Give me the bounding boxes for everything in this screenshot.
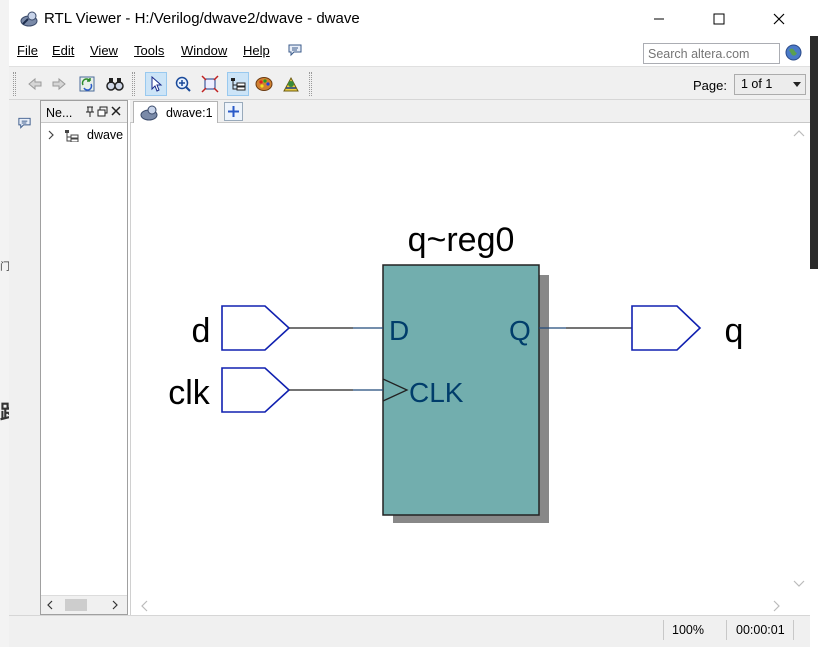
page-select-value: 1 of 1: [741, 77, 773, 91]
toolbar-grip: [309, 72, 312, 96]
clock-triangle-icon: [382, 378, 409, 402]
chevron-right-icon[interactable]: [111, 600, 119, 610]
tree-item-label: dwave: [87, 128, 124, 142]
color-palette-icon[interactable]: [254, 74, 274, 94]
menu-view[interactable]: View: [90, 43, 118, 58]
status-zoom: 100%: [672, 623, 704, 637]
background-window-edge: [810, 36, 818, 269]
toolbar-grip: [13, 72, 16, 96]
zoom-icon[interactable]: [173, 74, 193, 94]
plus-icon: [228, 106, 239, 117]
maximize-button[interactable]: [688, 0, 750, 38]
float-icon[interactable]: [97, 106, 108, 117]
navigator-hscrollbar[interactable]: [41, 595, 127, 614]
close-icon: [773, 13, 785, 25]
input-pin-clk[interactable]: [221, 367, 291, 413]
minimize-icon: [654, 18, 664, 20]
window-title: RTL Viewer - H:/Verilog/dwave2/dwave - d…: [44, 10, 360, 27]
port-label-d: D: [389, 315, 409, 346]
output-label-q: q: [725, 312, 744, 350]
page-select[interactable]: 1 of 1: [734, 74, 806, 95]
messages-icon[interactable]: [17, 116, 32, 130]
status-bar: 100% 00:00:01: [9, 615, 810, 647]
document-tab-strip: dwave:1: [130, 100, 810, 124]
refresh-icon[interactable]: [77, 74, 97, 94]
schematic-canvas[interactable]: q~reg0 d clk D CLK Q q: [130, 123, 810, 615]
menu-file[interactable]: File: [17, 43, 38, 58]
menu-tools[interactable]: Tools: [134, 43, 165, 58]
background-window-strip: 门 路: [0, 0, 20, 647]
back-icon[interactable]: [25, 74, 45, 94]
tab-label: dwave:1: [166, 106, 213, 120]
menu-edit[interactable]: Edit: [52, 43, 75, 58]
menu-help[interactable]: Help: [243, 43, 270, 58]
tab-dwave[interactable]: dwave:1: [133, 101, 218, 124]
scroll-up-icon[interactable]: [793, 128, 805, 138]
forward-icon[interactable]: [49, 74, 69, 94]
find-icon[interactable]: [105, 74, 125, 94]
page-label: Page:: [693, 78, 727, 93]
netlist-navigator-panel: Ne... dwave: [40, 100, 128, 615]
chevron-down-icon: [793, 82, 801, 87]
tree-item-dwave[interactable]: dwave: [45, 127, 125, 145]
scroll-right-icon[interactable]: [772, 600, 782, 612]
port-label-q: Q: [509, 315, 531, 346]
hierarchy-icon[interactable]: [227, 72, 249, 96]
navigator-title: Ne...: [46, 106, 73, 120]
input-pin-d[interactable]: [221, 305, 291, 351]
title-bar: RTL Viewer - H:/Verilog/dwave2/dwave - d…: [9, 0, 810, 38]
add-tab-button[interactable]: [224, 102, 243, 121]
scroll-left-icon[interactable]: [139, 600, 149, 612]
toolbar-grip: [132, 72, 135, 96]
toolbar: Page: 1 of 1: [9, 66, 810, 100]
side-tool-strip: [9, 100, 41, 615]
port-label-clk: CLK: [409, 377, 464, 408]
status-elapsed-time: 00:00:01: [736, 623, 785, 637]
netlist-navigator-icon[interactable]: [281, 74, 301, 94]
menu-window[interactable]: Window: [181, 43, 228, 58]
minimize-button[interactable]: [628, 0, 690, 38]
fit-icon[interactable]: [200, 74, 220, 94]
close-button[interactable]: [748, 0, 810, 38]
select-pointer-icon[interactable]: [145, 72, 167, 96]
close-panel-icon[interactable]: [111, 106, 121, 116]
rtl-schematic: q~reg0 d clk D CLK Q q: [168, 221, 744, 523]
maximize-icon: [713, 13, 725, 25]
chevron-right-icon[interactable]: [47, 130, 55, 140]
rtl-viewer-tab-icon: [140, 105, 158, 121]
scroll-thumb[interactable]: [65, 599, 87, 611]
search-input[interactable]: [643, 43, 780, 64]
scroll-down-icon[interactable]: [793, 579, 805, 589]
rtl-viewer-app-icon: [20, 11, 38, 27]
input-label-d: d: [192, 312, 211, 350]
register-name: q~reg0: [408, 221, 515, 259]
chevron-left-icon[interactable]: [46, 600, 54, 610]
register-q-reg0[interactable]: [382, 264, 540, 516]
input-label-clk: clk: [168, 374, 211, 412]
navigator-header: Ne...: [41, 101, 127, 123]
hierarchy-icon: [65, 130, 79, 142]
speech-bubble-icon[interactable]: [287, 43, 303, 57]
output-pin-q[interactable]: [631, 305, 702, 351]
pin-icon[interactable]: [85, 106, 95, 118]
menu-bar: File Edit View Tools Window Help: [9, 38, 810, 66]
globe-icon[interactable]: [785, 44, 802, 61]
